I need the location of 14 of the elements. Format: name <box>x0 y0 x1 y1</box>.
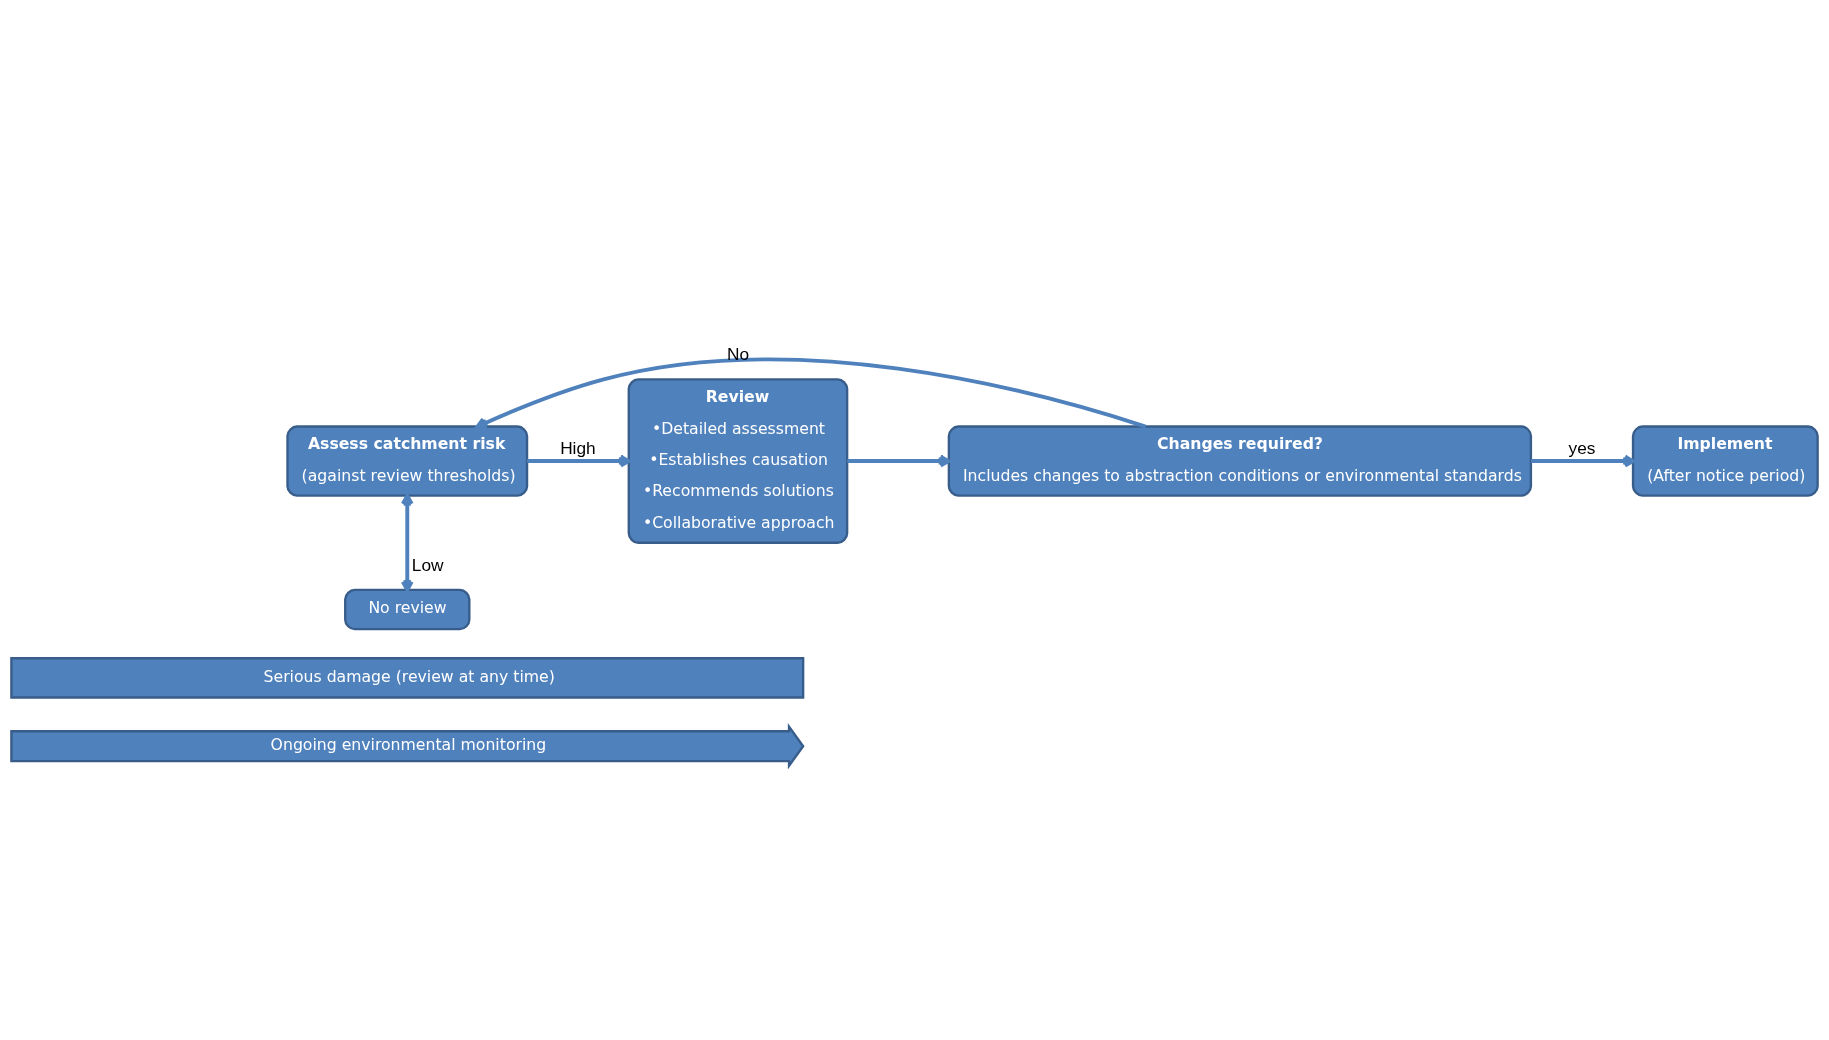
arrow <box>527 454 631 468</box>
arrow <box>475 357 1147 430</box>
edge-label: No <box>726 344 749 365</box>
node-box: Assess catchment risk (against review thresholds) <box>286 425 529 497</box>
node-box: Changes required? Includes changes to abstraction conditions or environmental standards <box>947 425 1533 497</box>
node-box: Review •Detailed assessment •Establishes causation •Recommends solutions •Collaborative approach <box>627 378 849 544</box>
edge-label: High <box>560 437 596 458</box>
node-box: Implement (After notice period) <box>1631 425 1819 497</box>
edge-label: yes <box>1568 437 1596 458</box>
node-box: No review <box>344 588 471 631</box>
edge-label: Low <box>411 554 444 575</box>
arrow <box>847 454 951 468</box>
arrow <box>1531 454 1636 468</box>
node-box: Serious damage (review at any time) <box>10 657 805 699</box>
